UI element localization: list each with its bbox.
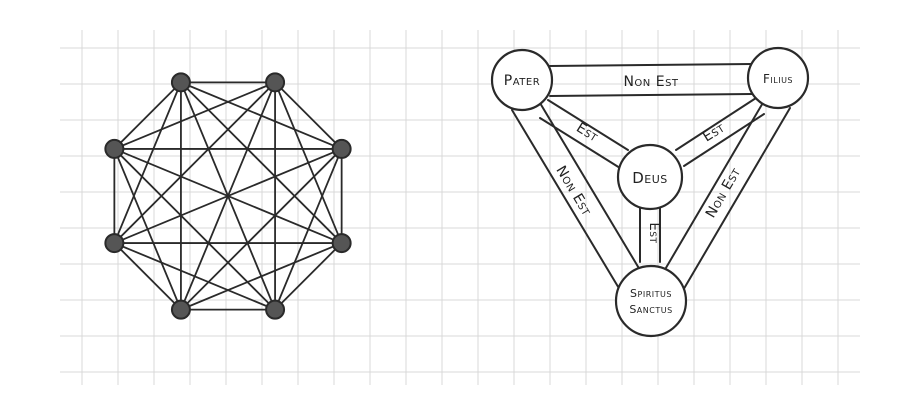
graph-edge: [113, 81, 276, 244]
graph-paper-grid: [60, 30, 860, 385]
graph-node: [104, 138, 125, 159]
graph-node: [170, 72, 191, 93]
band-pater-filius: [549, 63, 753, 97]
graph-edge: [113, 242, 182, 311]
edge-label-spiritus-deus: Est: [646, 223, 661, 244]
graph-edge: [180, 148, 343, 311]
band-pater-spiritus: [511, 102, 641, 291]
complete-graph-octagon: [104, 72, 352, 320]
label-pater: Pater: [504, 73, 540, 89]
label-filius: Filius: [763, 72, 793, 86]
node-spiritus-sanctus: [614, 264, 688, 338]
node-pater: [490, 48, 554, 112]
edge-label-pater-filius: Non Est: [623, 74, 678, 90]
label-sanctus: Sanctus: [629, 303, 672, 316]
graph-edge: [113, 242, 276, 311]
graph-edge: [113, 148, 343, 244]
graph-edge: [180, 242, 343, 311]
graph-node: [265, 299, 286, 320]
graph-edge: [113, 81, 182, 150]
graph-edge: [180, 81, 343, 244]
graph-edge: [113, 148, 276, 311]
graph-node: [265, 72, 286, 93]
graph-node: [331, 233, 352, 254]
label-deus: Deus: [632, 169, 668, 187]
graph-node: [331, 138, 352, 159]
band-pater-deus: [539, 99, 629, 169]
band-filius-spiritus: [659, 100, 791, 293]
node-filius: [746, 46, 810, 110]
label-spiritus: Spiritus: [630, 287, 672, 300]
graph-edge: [274, 81, 343, 150]
band-filius-deus: [675, 97, 765, 167]
edge-label-filius-deus: Est: [700, 120, 728, 146]
graph-node: [170, 299, 191, 320]
node-deus: [616, 143, 684, 211]
graph-edge: [113, 81, 276, 150]
band-spiritus-deus: [639, 204, 661, 263]
graph-edge: [274, 242, 343, 311]
graph-edge: [113, 148, 182, 311]
graph-node: [104, 233, 125, 254]
